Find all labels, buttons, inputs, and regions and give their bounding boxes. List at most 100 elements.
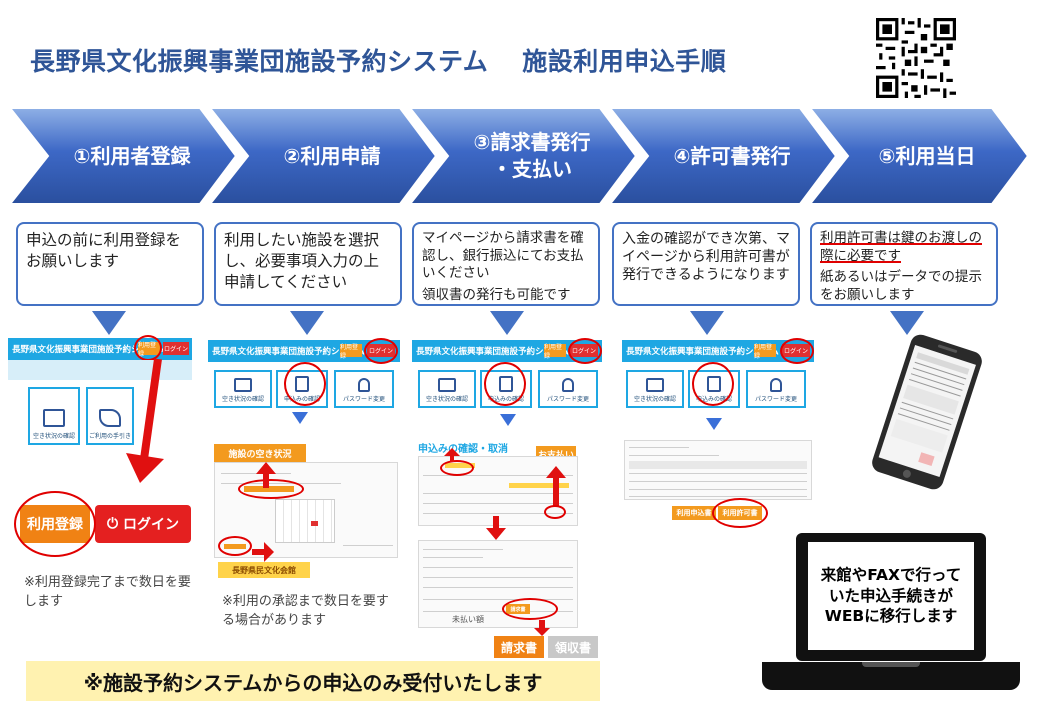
lock-icon bbox=[562, 378, 574, 392]
col3-red-up-arrow bbox=[444, 448, 460, 462]
col2-red-right-arrow bbox=[252, 542, 274, 562]
col3-mini-register-button[interactable]: 利用登録 bbox=[544, 344, 566, 360]
col3-system-name: 長野県文化振興事業団施設予約システム bbox=[416, 347, 569, 357]
page-title-sub: 施設利用申込手順 bbox=[522, 47, 727, 76]
page-title: 長野県文化振興事業団施設予約システム 施設利用申込手順 bbox=[30, 42, 726, 78]
col2-red-up-arrow bbox=[256, 462, 276, 488]
col4-system-name: 長野県文化振興事業団施設予約システム bbox=[626, 347, 779, 357]
step-3-receipt-text: 領収書の発行も可能です bbox=[422, 286, 571, 303]
step-4-chevron bbox=[608, 108, 838, 204]
calendar-icon bbox=[234, 378, 252, 392]
lock-icon bbox=[770, 378, 782, 392]
step-4-label: ④許可書発行 bbox=[673, 143, 791, 168]
col2-tile-availability-label: 空き状況の確認 bbox=[221, 396, 264, 403]
step-3-label: ③請求書発行 ・支払い bbox=[452, 108, 612, 204]
bottom-banner: ※施設予約システムからの申込のみ受付いたします bbox=[26, 661, 600, 701]
col1-mini-login-button[interactable]: ログイン bbox=[163, 342, 189, 355]
col4-mini-register-button[interactable]: 利用登録 bbox=[754, 344, 776, 360]
col3-invoice-ring bbox=[502, 598, 558, 620]
step-3-down-arrow bbox=[490, 311, 524, 335]
col3-red-arrow-to-invoice bbox=[534, 620, 550, 636]
step-5-down-arrow bbox=[890, 311, 924, 335]
login-button-label: ログイン bbox=[123, 517, 180, 533]
col3-application-ring bbox=[484, 362, 526, 406]
col4-tile-availability-label: 空き状況の確認 bbox=[633, 396, 676, 403]
col4-application-ring bbox=[692, 362, 734, 406]
col2-mini-register-button[interactable]: 利用登録 bbox=[340, 344, 362, 360]
col3-pay-ring bbox=[544, 505, 566, 519]
col2-tile-password[interactable]: パスワード変更 bbox=[334, 370, 394, 408]
col2-date-ring bbox=[238, 479, 304, 499]
laptop-message: 来館やFAXで行って いた申込手続きが WEBに移行します bbox=[808, 542, 974, 650]
col2-login-ring bbox=[364, 338, 398, 364]
step-1-label: ①利用者登録 bbox=[73, 143, 191, 168]
step-3-description-text: マイページから請求書を確認し、銀行振込にてお支払いください bbox=[422, 230, 584, 282]
col1-tile-availability-label: 空き状況の確認 bbox=[32, 433, 75, 440]
page-title-main: 長野県文化振興事業団施設予約システム bbox=[30, 47, 489, 76]
receipt-button[interactable]: 領収書 bbox=[548, 636, 598, 658]
col2-application-ring bbox=[284, 362, 326, 406]
col3-invoice-page bbox=[418, 540, 578, 628]
col3-list-ring bbox=[440, 460, 474, 476]
step-4-description-text: 入金の確認ができ次第、マイページから利用許可書が発行できるようになります bbox=[622, 231, 790, 284]
lock-icon bbox=[358, 378, 370, 392]
laptop-message-line2: いた申込手続きが bbox=[828, 586, 953, 605]
col4-tile-password[interactable]: パスワード変更 bbox=[746, 370, 806, 408]
login-button[interactable]: ⏻ログイン bbox=[95, 505, 191, 543]
availability-heading: 施設の空き状況 bbox=[214, 444, 306, 462]
step-1-chevron bbox=[8, 108, 238, 204]
col3-tile-password[interactable]: パスワード変更 bbox=[538, 370, 598, 408]
col1-red-arrow bbox=[126, 358, 164, 483]
calendar-icon bbox=[646, 378, 664, 392]
col1-header-shade bbox=[8, 360, 192, 380]
step-3-description: マイページから請求書を確認し、銀行振込にてお支払いください 領収書の発行も可能で… bbox=[412, 222, 600, 306]
book-icon bbox=[99, 409, 121, 427]
col2-tile-availability[interactable]: 空き状況の確認 bbox=[214, 370, 272, 408]
step-5-key-note: 利用許可書は鍵のお渡しの際に必要です bbox=[820, 230, 982, 264]
power-icon: ⏻ bbox=[106, 516, 119, 532]
laptop-message-line1: 来館やFAXで行って bbox=[820, 565, 962, 584]
col2-blue-arrow bbox=[292, 412, 308, 424]
confirm-heading: 申込みの確認・取消 bbox=[418, 444, 508, 455]
step-2-description-text: 利用したい施設を選択し、必要事項入力の上申請してください bbox=[224, 231, 380, 291]
facility-name-label[interactable]: 長野県民文化会館 bbox=[218, 562, 310, 578]
step-3-label-line1: ③請求書発行 bbox=[473, 130, 591, 154]
col1-tile-availability[interactable]: 空き状況の確認 bbox=[28, 387, 80, 445]
step-chevrons bbox=[8, 108, 1030, 204]
unpaid-label: 未払い額 bbox=[452, 615, 484, 624]
col4-tile-password-label: パスワード変更 bbox=[754, 396, 797, 403]
calendar-icon bbox=[438, 378, 456, 392]
col2-system-name: 長野県文化振興事業団施設予約システム bbox=[212, 347, 365, 357]
col3-blue-arrow bbox=[500, 414, 516, 426]
col4-login-ring bbox=[780, 338, 814, 364]
col3-tile-availability[interactable]: 空き状況の確認 bbox=[418, 370, 476, 408]
col4-blue-arrow bbox=[706, 418, 722, 430]
step-5-description-text: 紙あるいはデータでの提示をお願いします bbox=[820, 269, 982, 303]
col1-tile-guide[interactable]: ご利用の手引き bbox=[86, 387, 134, 445]
col3-red-pay-arrow bbox=[546, 466, 566, 506]
step-2-chevron bbox=[208, 108, 438, 204]
step-2-label: ②利用申請 bbox=[283, 143, 381, 168]
col2-apply-ring bbox=[218, 536, 252, 556]
col1-tile-guide-label: ご利用の手引き bbox=[88, 433, 131, 440]
step-3-label-line2: ・支払い bbox=[492, 157, 572, 181]
step-4-down-arrow bbox=[690, 311, 724, 335]
col4-tile-availability[interactable]: 空き状況の確認 bbox=[626, 370, 684, 408]
laptop-message-line3: WEBに移行します bbox=[824, 607, 958, 626]
step-4-description: 入金の確認ができ次第、マイページから利用許可書が発行できるようになります bbox=[612, 222, 800, 306]
laptop-notch bbox=[862, 662, 920, 667]
approval-note: ※利用の承認まで数日を要する場合があります bbox=[222, 594, 389, 628]
smartphone-icon bbox=[872, 334, 982, 490]
invoice-button[interactable]: 請求書 bbox=[494, 636, 544, 658]
calendar-icon bbox=[43, 409, 65, 427]
step-5-description: 利用許可書は鍵のお渡しの際に必要です 紙あるいはデータでの提示をお願いします bbox=[810, 222, 998, 306]
step-1-description-text: 申込の前に利用登録をお願いします bbox=[26, 231, 182, 270]
qr-code-icon[interactable] bbox=[876, 18, 956, 98]
step-1-description: 申込の前に利用登録をお願いします bbox=[16, 222, 204, 306]
register-note: ※利用登録完了まで数日を要します bbox=[24, 575, 191, 609]
col3-login-ring bbox=[568, 338, 602, 364]
col1-system-name: 長野県文化振興事業団施設予約システム bbox=[12, 345, 165, 355]
application-form-button[interactable]: 利用申込書 bbox=[672, 506, 716, 520]
col4-permit-list bbox=[624, 440, 812, 500]
col3-tile-availability-label: 空き状況の確認 bbox=[425, 396, 468, 403]
